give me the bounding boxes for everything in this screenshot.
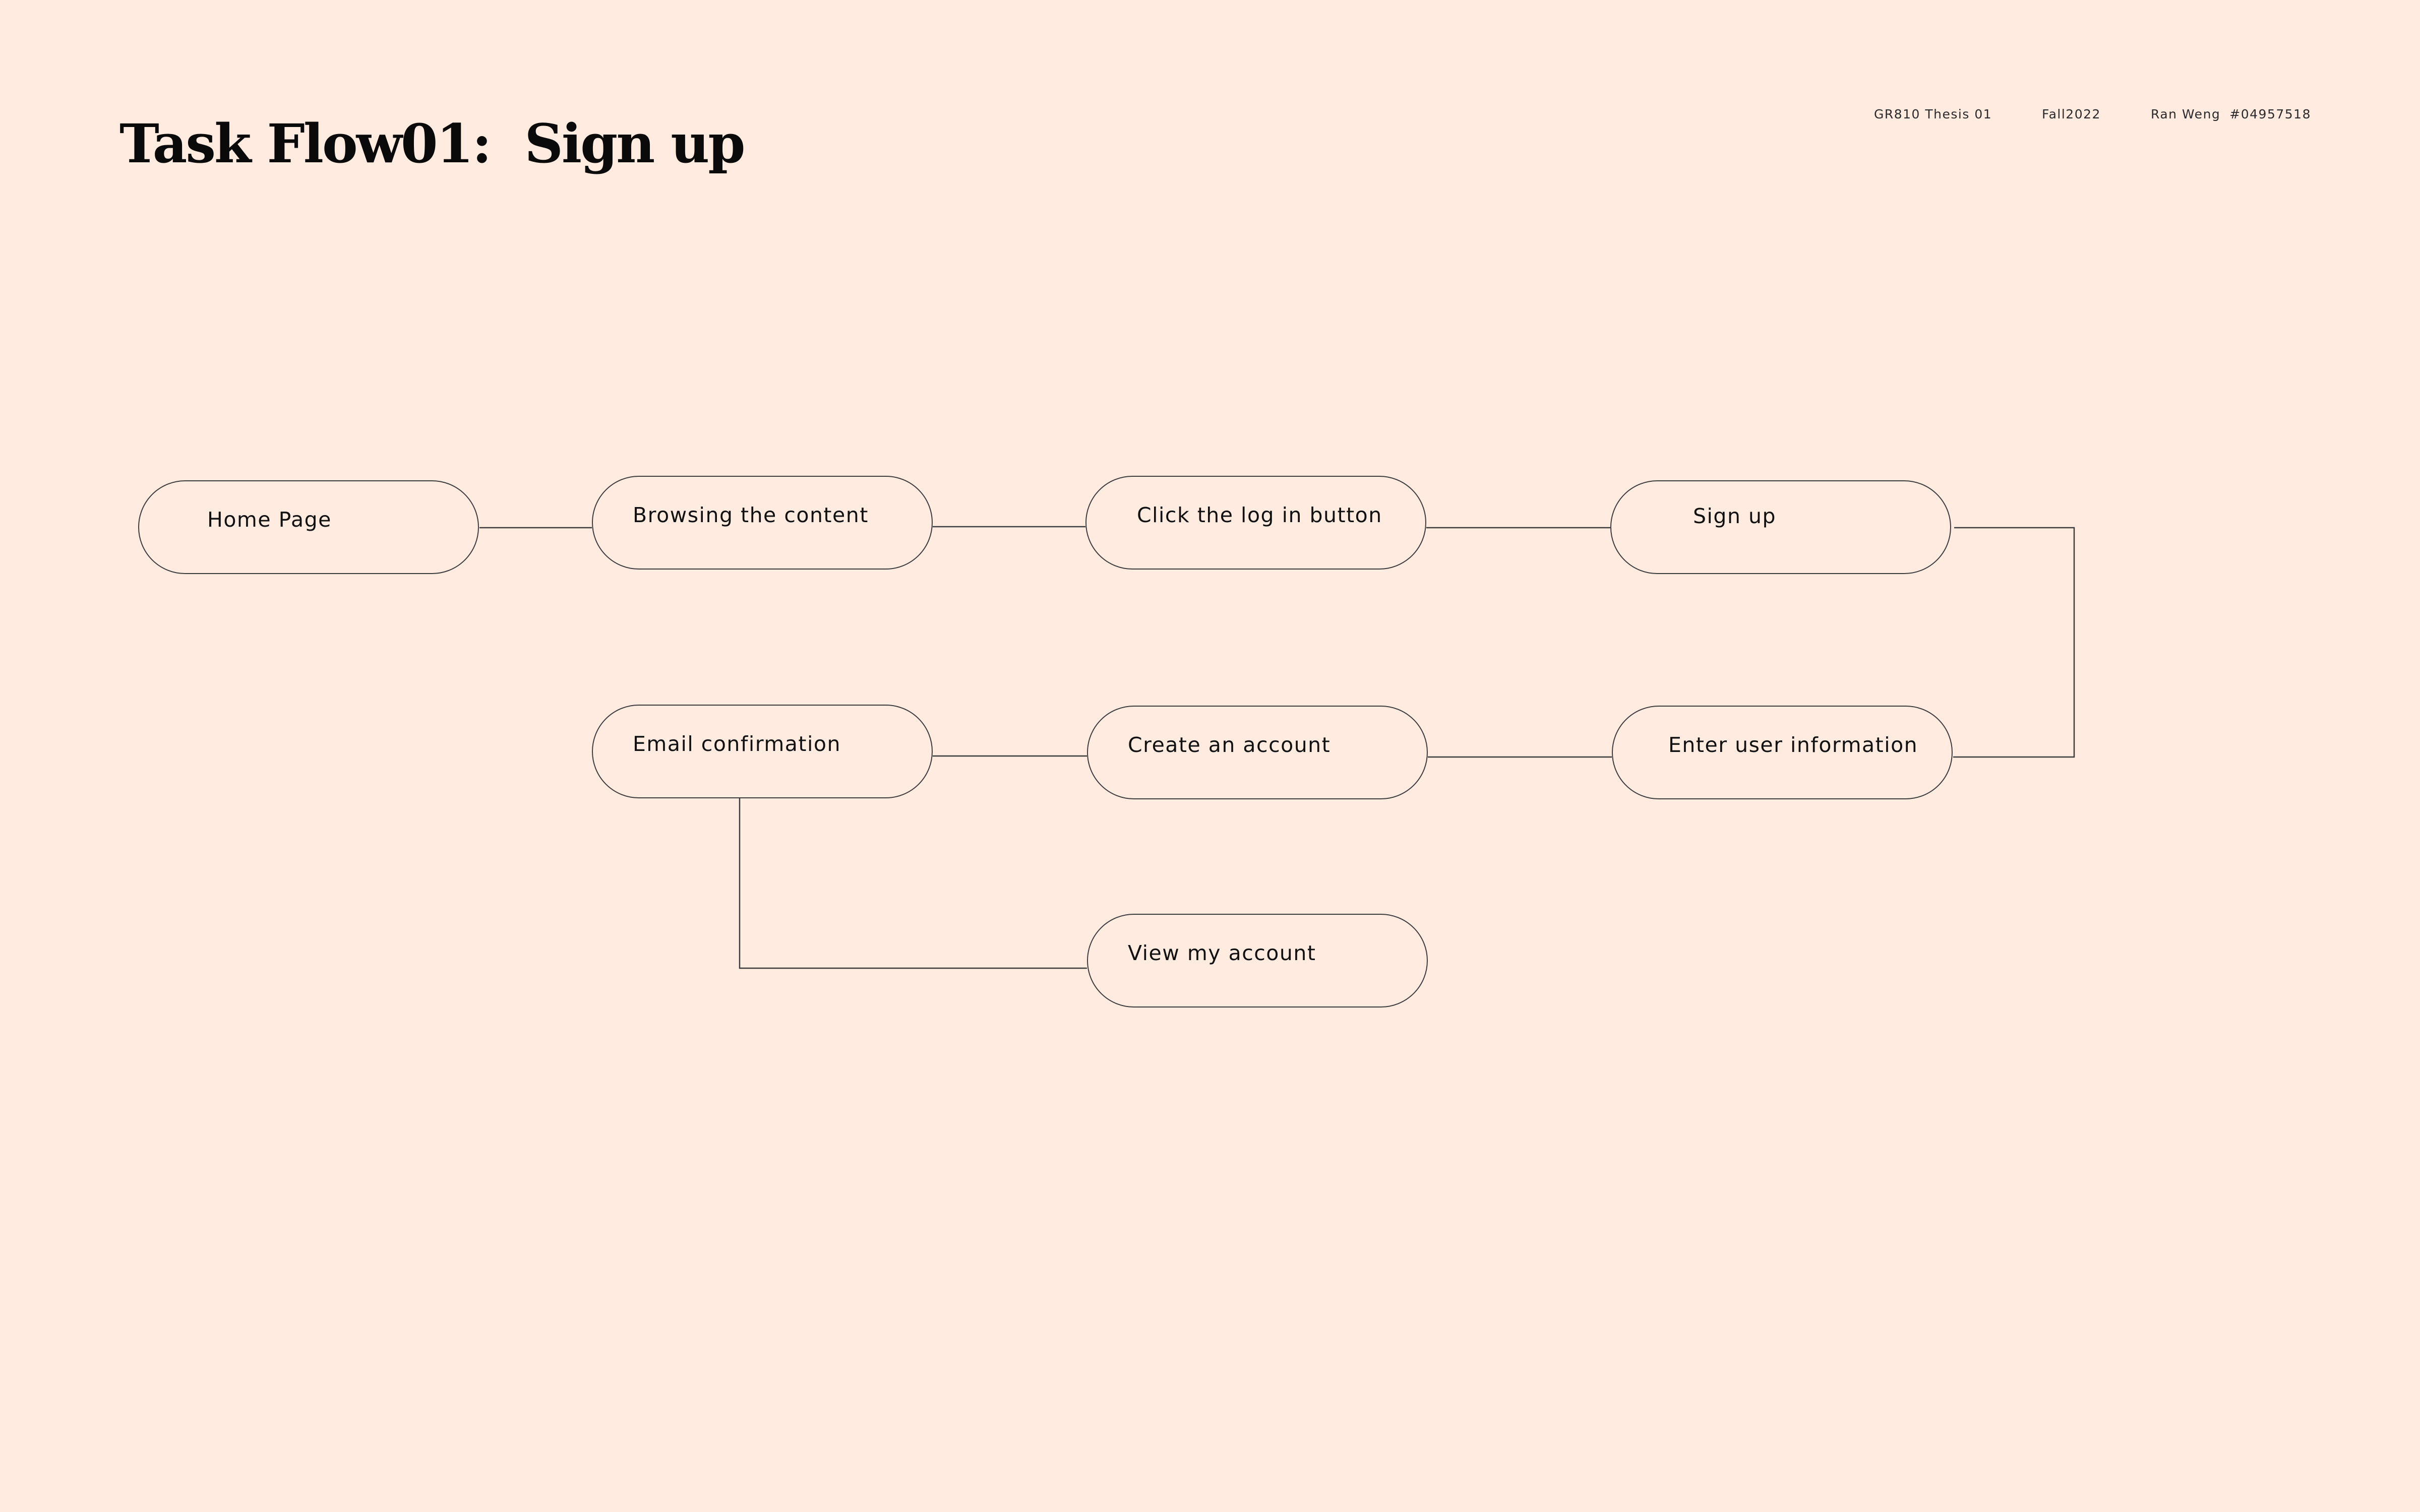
flow-node-email-confirmation: Email confirmation (592, 705, 933, 798)
page-title: Task Flow01: Sign up (119, 112, 745, 175)
flow-node-browsing-the-content: Browsing the content (592, 476, 933, 570)
flow-node-label: Sign up (1693, 504, 1776, 528)
flow-node-enter-user-information: Enter user information (1612, 706, 1953, 799)
flow-node-label: Email confirmation (633, 732, 841, 756)
flow-node-label: Create an account (1128, 733, 1331, 757)
author-id: #04957518 (2229, 107, 2311, 121)
connector-email-to-view-account (739, 798, 1087, 969)
author-info: Ran Weng #04957518 (2151, 106, 2311, 123)
author-name: Ran Weng (2151, 107, 2221, 121)
flow-node-create-an-account: Create an account (1087, 706, 1428, 799)
flow-node-label: Enter user information (1668, 733, 1918, 757)
flow-node-label: Home Page (207, 508, 332, 532)
flow-node-label: Click the log in button (1137, 503, 1382, 527)
flow-node-label: Browsing the content (633, 503, 869, 527)
term-label: Fall2022 (2042, 107, 2101, 121)
flow-node-sign-up: Sign up (1610, 480, 1951, 574)
course-code: GR810 Thesis 01 (1874, 107, 1992, 121)
flow-node-home-page: Home Page (138, 480, 479, 574)
flow-node-click-the-log-in-button: Click the log in button (1085, 476, 1426, 570)
connector-signup-to-enter-info (1953, 527, 2075, 758)
flow-node-label: View my account (1128, 941, 1316, 965)
flow-node-view-my-account: View my account (1087, 914, 1428, 1007)
